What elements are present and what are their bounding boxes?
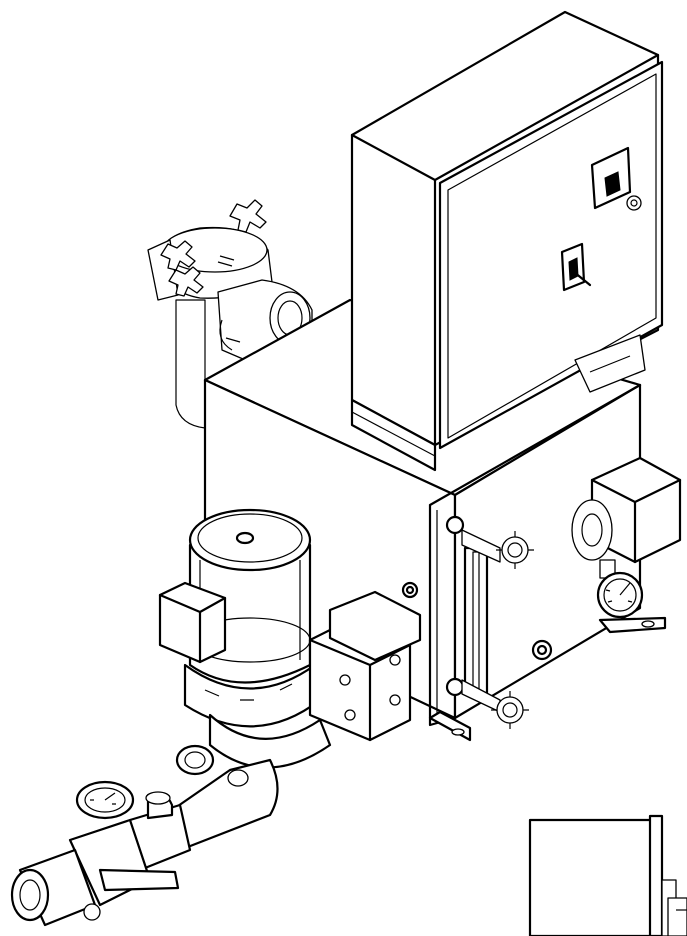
- detail-inset: [528, 814, 687, 936]
- sight-glass: [461, 529, 534, 729]
- control-panel: [350, 10, 664, 472]
- pressure-gauge-right-icon: [596, 559, 644, 619]
- junction-box-right: [571, 456, 682, 564]
- pump-motor: [158, 508, 422, 769]
- strainer-handwheel-icon: [160, 199, 267, 297]
- toggle-switch-icon: [560, 242, 592, 292]
- discharge-valve-icon: [10, 818, 180, 927]
- discharge-piping: [128, 744, 279, 872]
- selector-switch-icon: [590, 146, 642, 211]
- sight-glass-valve-icon: [491, 531, 534, 729]
